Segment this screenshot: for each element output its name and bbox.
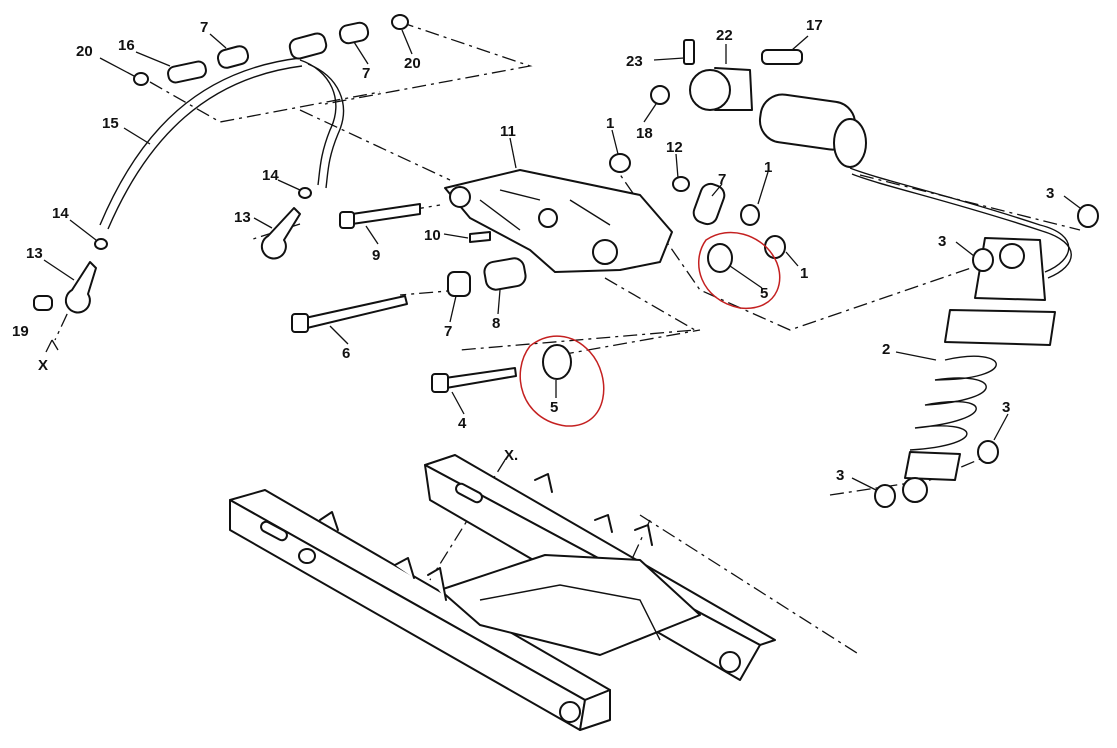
swingarm [229, 454, 776, 731]
hose-fittings [94, 14, 409, 250]
callout-20a: 20 [76, 43, 93, 60]
callout-13b: 13 [26, 245, 43, 262]
bush-7e [692, 182, 726, 226]
swingarm-crossbrace [439, 554, 701, 656]
callout-4: 4 [458, 415, 467, 432]
cap-19 [33, 295, 53, 311]
fitting-17 [761, 49, 803, 65]
nut-1b [740, 204, 760, 226]
bolt-9 [351, 203, 421, 225]
screw-23 [683, 39, 695, 65]
reservoir-clamp [650, 39, 1072, 279]
bush-3b [972, 248, 994, 272]
callout-5a: 5 [760, 285, 768, 302]
highlight-circle-5a [698, 231, 781, 309]
callout-8: 8 [492, 315, 500, 332]
shock-spring-collar [944, 309, 1056, 346]
callout-x-b: X. [504, 447, 518, 464]
callout-x-a: X [38, 357, 48, 374]
bolt-4 [444, 367, 517, 389]
banjo-13b [260, 207, 301, 260]
callout-7c: 7 [718, 171, 726, 188]
shock-absorber [874, 204, 1099, 508]
callout-labels: 20 16 7 7 20 23 22 17 18 15 11 1 12 14 1… [12, 17, 1054, 484]
bushings [447, 182, 786, 380]
callout-23: 23 [626, 53, 643, 70]
bush-3a [1077, 204, 1099, 228]
nut-1a [609, 153, 631, 173]
spacer-8 [483, 257, 527, 291]
callout-22: 22 [716, 27, 733, 44]
banjo-fittings [33, 207, 301, 314]
bush-7b [288, 32, 328, 60]
callout-17: 17 [806, 17, 823, 34]
bush-7c [338, 21, 370, 45]
washer-20b [391, 14, 409, 30]
bush-3c [977, 440, 999, 464]
clip-14a [94, 238, 108, 250]
rocker-linkage [444, 153, 690, 273]
nut-12 [672, 176, 690, 192]
washer-5b [542, 344, 572, 380]
callout-14b: 14 [52, 205, 69, 222]
nut-18 [650, 85, 670, 105]
callout-1a: 1 [606, 115, 614, 132]
nut-1c [764, 235, 786, 259]
brake-hose [99, 57, 345, 230]
callout-11: 11 [500, 123, 516, 140]
sleeve-16 [167, 60, 207, 84]
callout-9: 9 [372, 247, 380, 264]
callout-3d: 3 [836, 467, 844, 484]
shock-bottom-eye [902, 477, 928, 503]
callout-10: 10 [424, 227, 441, 244]
callout-18: 18 [636, 125, 653, 142]
callout-2: 2 [882, 341, 890, 358]
callout-15: 15 [102, 115, 119, 132]
bolts [291, 203, 517, 393]
callout-6: 6 [342, 345, 350, 362]
callout-7a: 7 [200, 19, 208, 36]
callout-1c: 1 [800, 265, 808, 282]
callout-19: 19 [12, 323, 29, 340]
callout-3c: 3 [1002, 399, 1010, 416]
clip-14b [298, 187, 312, 199]
washer-20a [133, 72, 149, 86]
callout-12: 12 [666, 139, 683, 156]
bush-3d [874, 484, 896, 508]
callout-14a: 14 [262, 167, 279, 184]
leader-lines [43, 29, 1081, 491]
highlight-circle-5b [519, 335, 605, 427]
callout-20b: 20 [404, 55, 421, 72]
callout-3a: 3 [1046, 185, 1054, 202]
screw-10 [469, 231, 491, 243]
callout-3b: 3 [938, 233, 946, 250]
callout-16: 16 [118, 37, 135, 54]
banjo-13a [64, 261, 97, 314]
highlight-marks [519, 231, 781, 427]
callout-5b: 5 [550, 399, 558, 416]
bush-7d [447, 271, 471, 297]
rocker-11 [444, 169, 673, 273]
bolt-6 [304, 295, 408, 329]
callout-1b: 1 [764, 159, 772, 176]
shock-top-mount [974, 237, 1046, 301]
bush-7a [216, 45, 250, 69]
callout-7d: 7 [444, 323, 452, 340]
callout-7b: 7 [362, 65, 370, 82]
callout-13a: 13 [234, 209, 251, 226]
washer-5a [707, 243, 733, 273]
clamp-22 [689, 67, 753, 111]
